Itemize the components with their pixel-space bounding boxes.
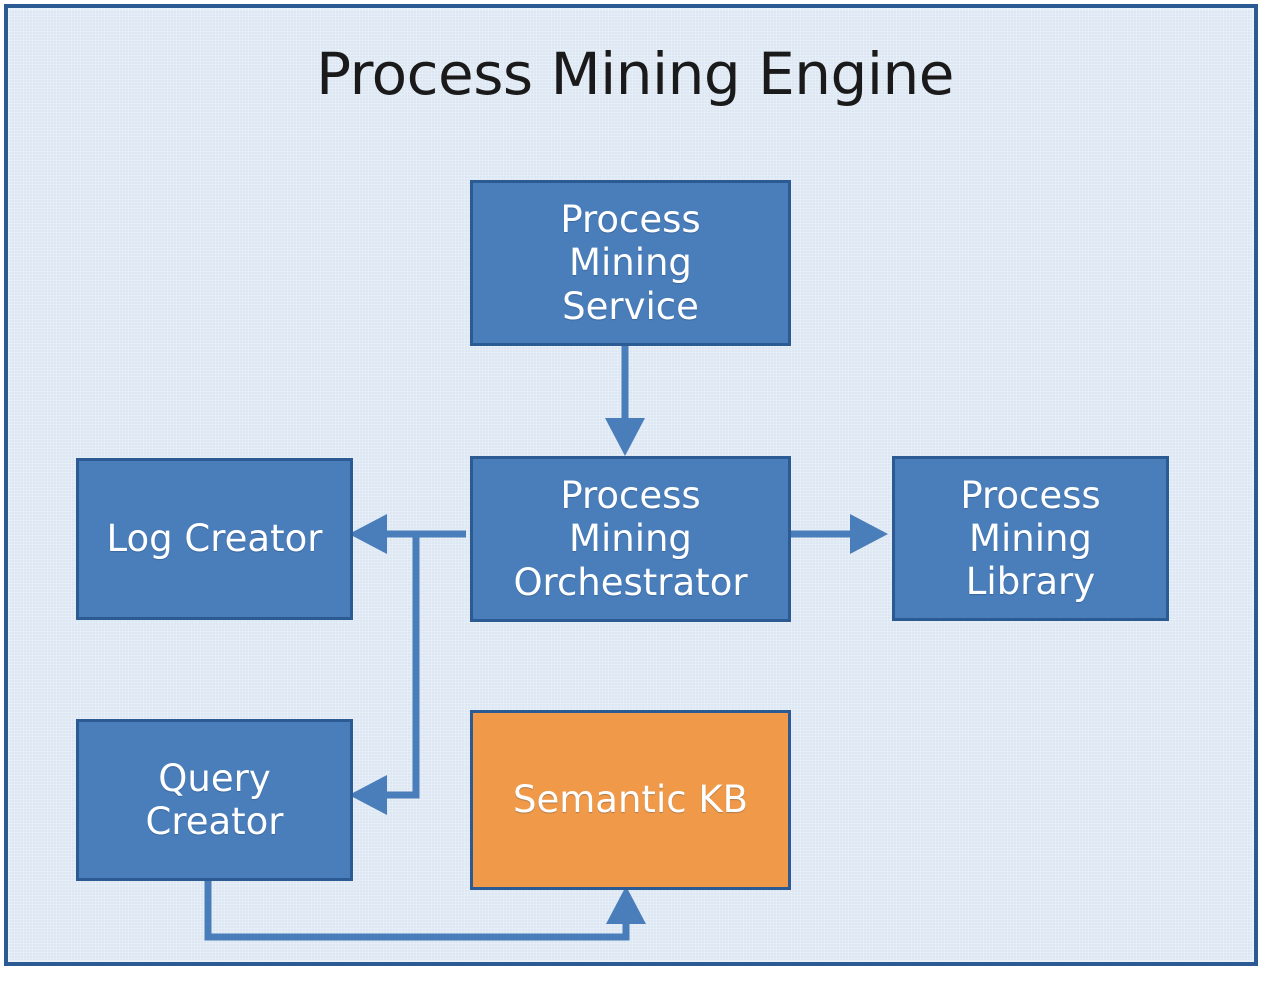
edge-orchestrator-to-library-arrowhead bbox=[850, 514, 888, 554]
node-process-mining-orchestrator-label: Process Mining Orchestrator bbox=[513, 474, 748, 604]
edge-query-to-semantic-kb-line bbox=[204, 877, 630, 941]
node-process-mining-library-label: Process Mining Library bbox=[960, 473, 1101, 604]
edge-orchestrator-to-library bbox=[8, 8, 1262, 970]
node-process-mining-orchestrator[interactable]: Process Mining Orchestrator bbox=[470, 456, 791, 622]
edge-service-to-orchestrator-arrowhead bbox=[605, 418, 645, 456]
edge-query-to-semantic-kb-arrowhead bbox=[606, 886, 646, 924]
page-title: Process Mining Engine bbox=[316, 40, 954, 108]
edge-orchestrator-to-query-line bbox=[380, 534, 420, 799]
edge-orchestrator-to-query-arrowhead bbox=[349, 775, 387, 815]
node-process-mining-service-label: Process Mining Service bbox=[560, 198, 701, 328]
node-query-creator[interactable]: Query Creator bbox=[76, 719, 353, 881]
edge-service-to-orchestrator bbox=[8, 8, 1262, 970]
process-mining-engine-frame: Process Mining Engine bbox=[4, 4, 1258, 966]
node-query-creator-label: Query Creator bbox=[145, 756, 284, 843]
node-process-mining-service[interactable]: Process Mining Service bbox=[470, 180, 791, 346]
node-log-creator-label: Log Creator bbox=[106, 517, 323, 561]
node-semantic-kb-label: Semantic KB bbox=[513, 778, 748, 822]
edge-orchestrator-to-log-arrowhead bbox=[349, 514, 387, 554]
node-semantic-kb[interactable]: Semantic KB bbox=[470, 710, 791, 890]
node-log-creator[interactable]: Log Creator bbox=[76, 458, 353, 620]
node-process-mining-library[interactable]: Process Mining Library bbox=[892, 456, 1169, 621]
edge-query-to-semantic-kb bbox=[8, 8, 1262, 970]
edge-orchestrator-to-log-and-query bbox=[8, 8, 1262, 970]
